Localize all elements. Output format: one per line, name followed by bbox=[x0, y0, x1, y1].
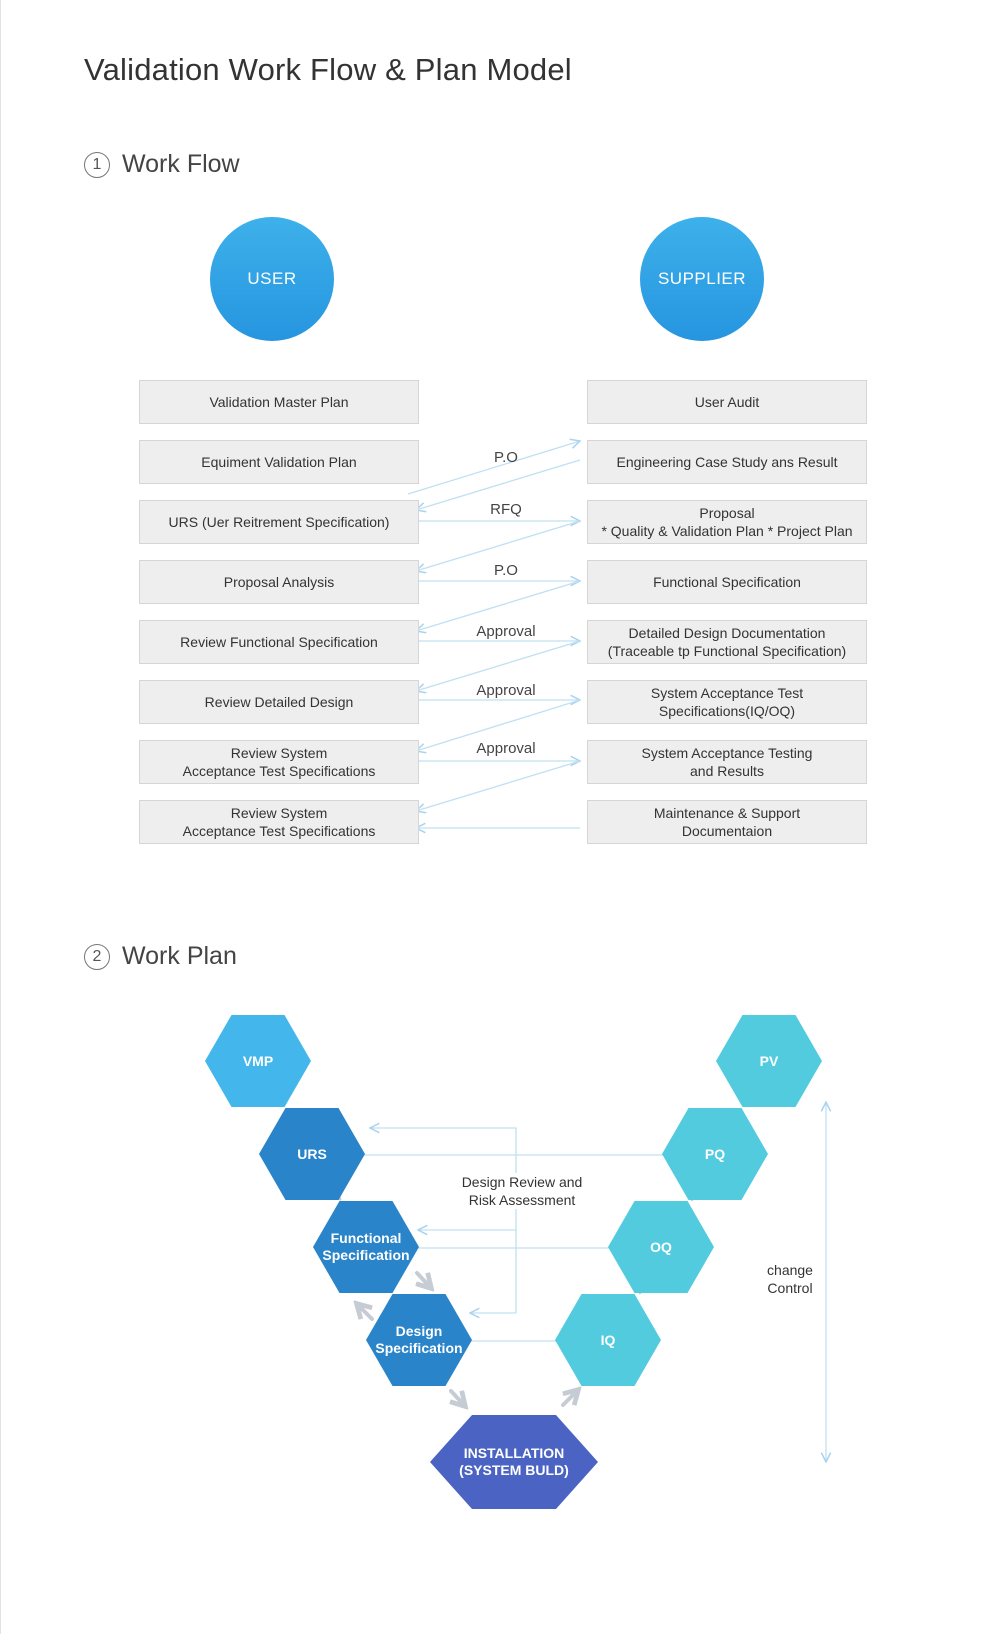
user-step-5: Review Functional Specification bbox=[139, 620, 419, 664]
connector-line bbox=[416, 580, 581, 631]
supplier-step-2: Engineering Case Study ans Result bbox=[587, 440, 867, 484]
workplan-title-text: Work Plan bbox=[122, 942, 237, 970]
connector-line bbox=[416, 640, 581, 691]
supplier-step-8: Maintenance & Support Documentaion bbox=[587, 800, 867, 844]
supplier-step-6: System Acceptance Test Specifications(IQ… bbox=[587, 680, 867, 724]
user-step-3: URS (Uer Reitrement Specification) bbox=[139, 500, 419, 544]
section-number-badge: 1 bbox=[84, 152, 110, 178]
section-number-badge: 2 bbox=[84, 944, 110, 970]
flow-label-approval: Approval bbox=[476, 740, 536, 757]
hex-oq: OQ bbox=[608, 1201, 714, 1293]
flow-label-approval: Approval bbox=[476, 682, 536, 699]
change-control-label: change Control bbox=[758, 1261, 822, 1297]
connector-line bbox=[416, 520, 581, 571]
hex-iq: IQ bbox=[555, 1294, 661, 1386]
user-step-6: Review Detailed Design bbox=[139, 680, 419, 724]
hex-urs: URS bbox=[259, 1108, 365, 1200]
connector-line bbox=[416, 459, 581, 510]
connector-line bbox=[416, 699, 581, 751]
hex-pq: PQ bbox=[662, 1108, 768, 1200]
connector-line bbox=[416, 760, 581, 811]
hex-design-specification: Design Specification bbox=[366, 1294, 472, 1386]
arrow-installation-iq bbox=[561, 1391, 577, 1407]
supplier-circle: SUPPLIER bbox=[640, 217, 764, 341]
arrow-functional-design bbox=[415, 1271, 430, 1287]
workflow-section-title: 1 Work Flow bbox=[84, 150, 240, 179]
user-step-4: Proposal Analysis bbox=[139, 560, 419, 604]
arrow-design-installation bbox=[449, 1389, 464, 1405]
flow-label-po: P.O bbox=[494, 562, 518, 579]
user-circle: USER bbox=[210, 217, 334, 341]
supplier-step-7: System Acceptance Testing and Results bbox=[587, 740, 867, 784]
design-review-path bbox=[370, 1128, 517, 1313]
hex-pv: PV bbox=[716, 1015, 822, 1107]
supplier-step-5: Detailed Design Documentation (Traceable… bbox=[587, 620, 867, 664]
flow-label-po: P.O bbox=[494, 449, 518, 466]
user-step-2: Equiment Validation Plan bbox=[139, 440, 419, 484]
user-step-7: Review System Acceptance Test Specificat… bbox=[139, 740, 419, 784]
supplier-step-4: Functional Specification bbox=[587, 560, 867, 604]
supplier-step-3: Proposal * Quality & Validation Plan * P… bbox=[587, 500, 867, 544]
hex-vmp: VMP bbox=[205, 1015, 311, 1107]
page-title: Validation Work Flow & Plan Model bbox=[84, 52, 572, 87]
flow-label-rfq: RFQ bbox=[490, 501, 522, 518]
workflow-title-text: Work Flow bbox=[122, 150, 240, 178]
supplier-step-1: User Audit bbox=[587, 380, 867, 424]
workplan-section-title: 2 Work Plan bbox=[84, 942, 237, 971]
flow-label-approval: Approval bbox=[476, 623, 536, 640]
connector-line bbox=[407, 441, 580, 495]
design-review-label: Design Review and Risk Assessment bbox=[448, 1173, 596, 1209]
user-step-1: Validation Master Plan bbox=[139, 380, 419, 424]
arrow-design-functional bbox=[358, 1305, 374, 1321]
user-step-8: Review System Acceptance Test Specificat… bbox=[139, 800, 419, 844]
hex-functional-specification: Functional Specification bbox=[313, 1201, 419, 1293]
page-left-border bbox=[0, 0, 1, 1634]
